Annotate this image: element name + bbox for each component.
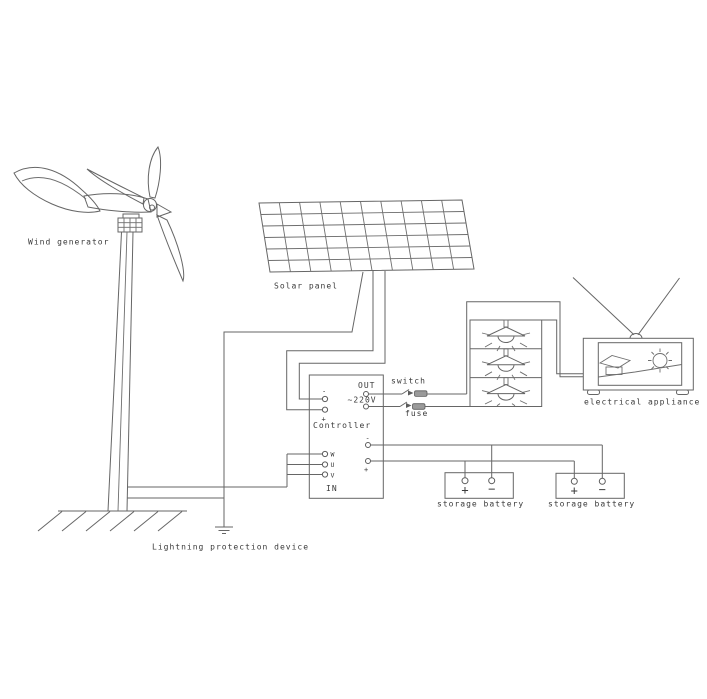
wind-generator: [13, 146, 185, 283]
battery-pos-terminal: [461, 477, 469, 485]
battery-neg-sign: −: [488, 482, 495, 496]
ac-terminal: [363, 403, 369, 410]
storage-battery-left-label: storage battery: [437, 500, 524, 509]
turbine-hub-center: [149, 204, 155, 211]
ac-feed-loop: [466, 301, 584, 394]
out-label: OUT: [358, 381, 375, 390]
battery-neg-terminal: [488, 477, 496, 485]
battery-pos-sign: +: [571, 484, 578, 498]
tower: [107, 231, 134, 512]
solar-negative-wire: [298, 271, 386, 400]
tv-foot-left: [587, 389, 600, 395]
lightning-protection-label: Lightning protection device: [152, 543, 309, 552]
switch-icon: [401, 389, 414, 396]
battery-box: [444, 472, 514, 499]
ac-output-wires: switch fuse: [368, 301, 584, 418]
solar-wires: [286, 271, 386, 411]
phase-u-label: U: [331, 461, 335, 469]
solar-neg-sign: -: [322, 388, 326, 396]
solar-panel-label: Solar panel: [274, 282, 338, 291]
switch-label: switch: [391, 377, 426, 386]
turbine-body: [83, 193, 152, 213]
fuse-icon: [414, 390, 428, 397]
turbine-blade-left: [86, 168, 145, 205]
battery-pos-terminal: [570, 477, 578, 485]
lightning-ground-wire: [127, 271, 364, 527]
turbine-tail-fin: [13, 166, 101, 213]
battery-neg-sign: −: [599, 483, 606, 497]
tv-foot-right: [676, 389, 689, 395]
dc-neg-terminal: [365, 442, 371, 448]
tv-screen-scene: [598, 348, 682, 378]
turbine-mount-cap: [122, 213, 140, 219]
wind-generator-label: Wind generator: [28, 238, 109, 247]
antenna-icon: [572, 277, 680, 339]
tower-left-edge: [107, 231, 122, 512]
fuse-label: fuse: [405, 409, 428, 418]
turbine-spinner: [156, 203, 173, 218]
switch-icon: [399, 401, 412, 408]
battery-left: + −: [444, 472, 514, 499]
storage-battery-right-label: storage battery: [548, 500, 635, 509]
solar-panel: [258, 199, 475, 273]
electrical-appliance: [572, 277, 694, 395]
ac220v-label: ~220V: [348, 396, 377, 405]
lamp-icon: [481, 348, 531, 381]
controller: Controller - + OUT ~220V - + W U V IN: [308, 374, 384, 499]
solar-positive-wire: [286, 271, 374, 411]
house-icon: [598, 355, 632, 369]
dc-pos-sign: +: [364, 466, 368, 474]
turbine-blade-down: [156, 214, 185, 283]
solar-pos-terminal: [321, 406, 329, 413]
battery-pos-sign: +: [461, 483, 468, 497]
phase-v-terminal: [321, 471, 329, 478]
tower-mid-edge: [117, 231, 128, 512]
dc-neg-sign: -: [366, 435, 370, 443]
lamp-icon: [481, 319, 531, 352]
ground-hatching: [37, 510, 187, 532]
controller-box: [308, 374, 384, 499]
tv-screen: [597, 342, 683, 386]
lamp-to-tv-wire: [541, 319, 584, 375]
phase-w-label: W: [331, 451, 335, 459]
turbine-flange-hatch: [118, 218, 142, 232]
turbine-blade-up: [147, 146, 162, 199]
controller-label: Controller: [313, 421, 371, 430]
battery-right: + −: [555, 472, 625, 499]
dc-pos-terminal: [365, 458, 371, 464]
battery-box: [555, 472, 625, 499]
turbine-tail-fold: [21, 177, 87, 200]
hill-line: [598, 364, 682, 378]
lamp-panel: [469, 319, 543, 407]
phase-w-terminal: [321, 450, 329, 458]
tv-body: [582, 337, 694, 391]
sun-icon: [648, 348, 672, 373]
battery-neg-terminal: [598, 477, 606, 485]
solar-neg-terminal: [321, 395, 329, 403]
tower-right-edge: [126, 231, 134, 512]
solar-panel-grid: [260, 200, 473, 272]
solar-pos-sign: +: [322, 416, 326, 424]
lamp-icon: [481, 377, 531, 407]
earth-electrode-icon: [215, 526, 233, 534]
electrical-appliance-label: electrical appliance: [584, 398, 700, 407]
in-label: IN: [326, 484, 338, 493]
phase-v-label: V: [331, 472, 335, 480]
wind-input-wires: [127, 453, 322, 488]
phase-u-terminal: [321, 461, 329, 468]
